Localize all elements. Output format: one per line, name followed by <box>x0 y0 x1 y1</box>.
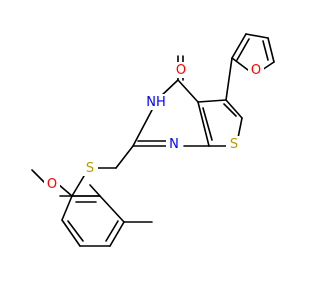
bond <box>31 169 47 185</box>
carbonyl-oxygen-label: O <box>176 63 186 78</box>
bond <box>67 220 84 242</box>
bond <box>109 221 125 247</box>
bond <box>225 57 233 101</box>
bond <box>237 117 243 139</box>
bond <box>177 79 199 103</box>
bond <box>231 33 247 59</box>
bond <box>197 101 210 147</box>
thiophene-sulfur-label: S <box>230 137 238 152</box>
ring-nitrogen-label: N <box>169 137 179 152</box>
nh-label: NH <box>146 95 166 110</box>
bond <box>132 109 153 147</box>
bond <box>262 40 269 61</box>
furan-oxygen-label: O <box>251 63 261 78</box>
bond <box>236 38 250 61</box>
bond <box>71 175 85 197</box>
bond <box>57 183 73 197</box>
bond <box>223 103 237 117</box>
bond <box>197 99 227 103</box>
bond <box>89 184 101 197</box>
bond <box>245 33 269 39</box>
methoxy-oxygen-label: O <box>47 177 57 192</box>
molecule-structure-diagram: O O NH N S S O <box>31 33 275 247</box>
bond <box>61 195 73 221</box>
bond <box>202 107 213 141</box>
bond <box>231 57 249 71</box>
atom-labels: O O NH N S S O <box>44 62 264 192</box>
bond <box>115 145 134 169</box>
bond <box>267 37 275 63</box>
bond <box>225 99 243 119</box>
linker-sulfur-label: S <box>86 161 94 176</box>
bond <box>99 195 125 223</box>
bond <box>105 220 119 242</box>
bond-lines <box>31 33 275 247</box>
bond <box>61 219 81 247</box>
